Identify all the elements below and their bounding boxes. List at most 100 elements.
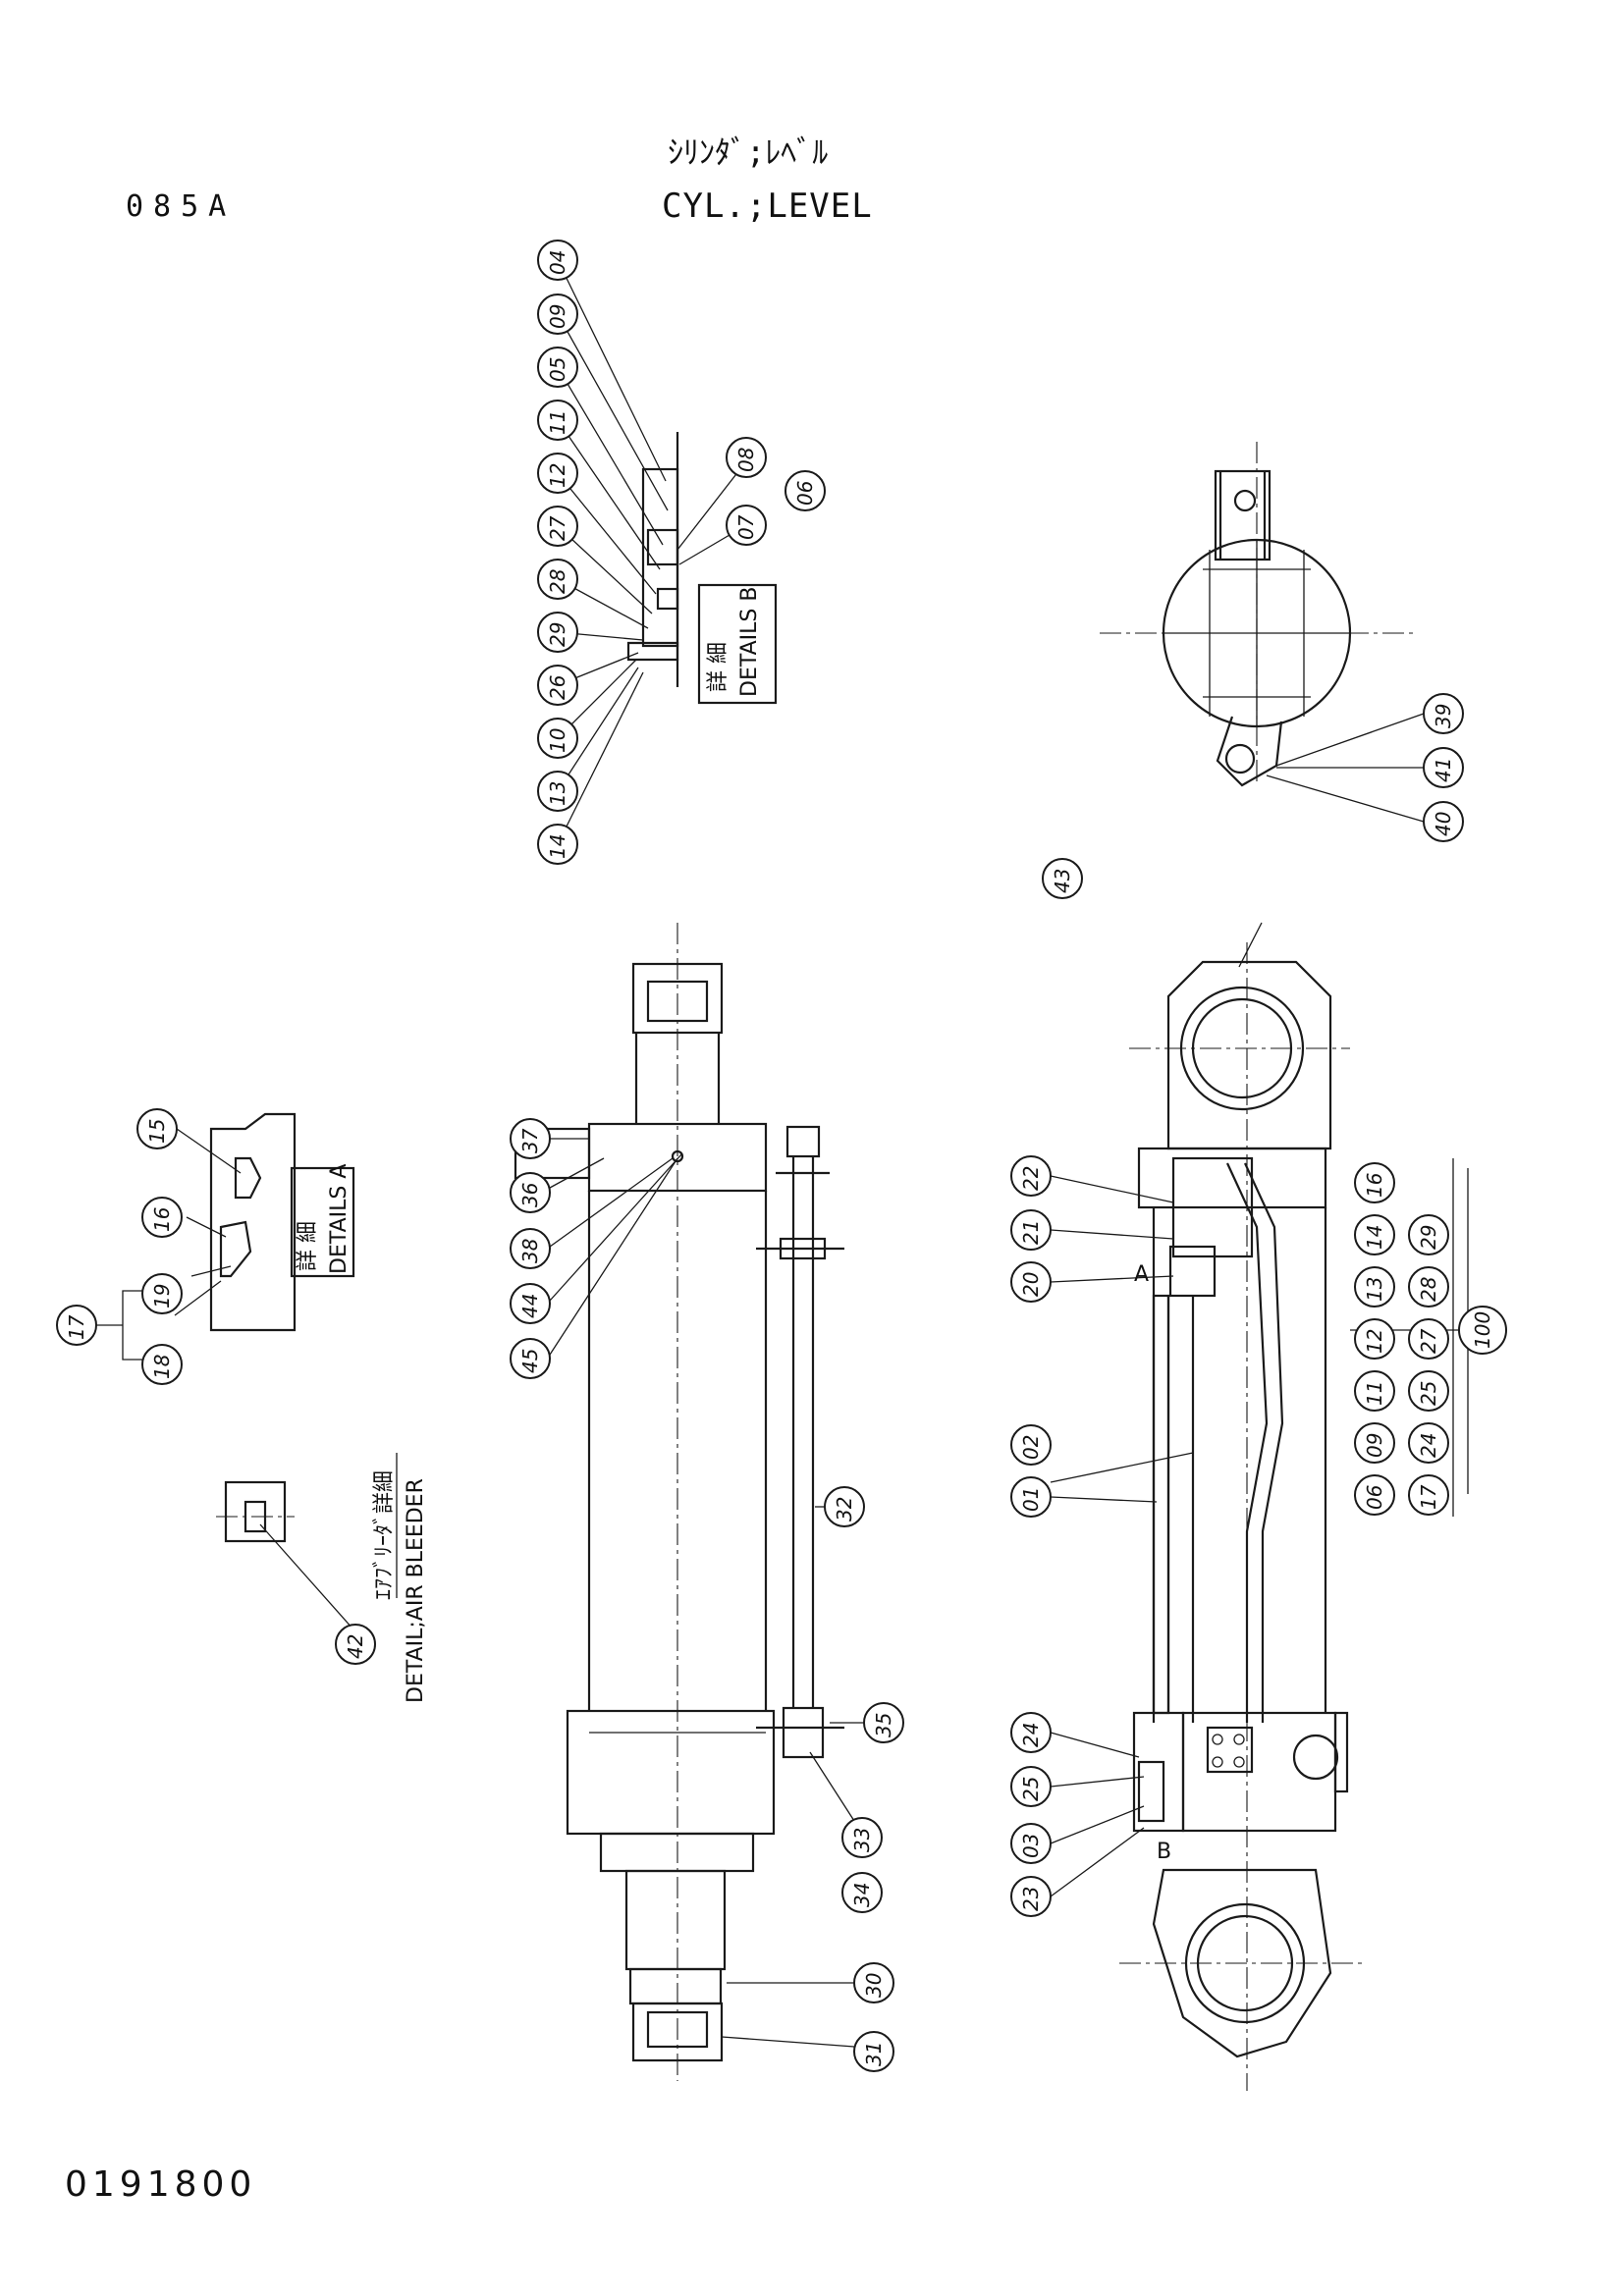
callout-group-detail-a: 15 16 19 18 17 xyxy=(56,1108,183,1385)
kit-callout-12: 12 xyxy=(1354,1318,1395,1360)
callout-35: 35 xyxy=(863,1702,904,1743)
section-a-label: A xyxy=(1134,1262,1149,1287)
callout-group-end-view: 39 41 40 xyxy=(1423,693,1464,842)
callout-19: 19 xyxy=(141,1273,183,1314)
detail-b-label-jp: 詳 細 xyxy=(706,642,730,692)
kit-callout-17: 17 xyxy=(1408,1474,1449,1516)
svg-text:45: 45 xyxy=(518,1349,542,1373)
svg-text:16: 16 xyxy=(1363,1173,1386,1198)
callout-11: 11 xyxy=(537,400,578,441)
air-bleeder-drawing: ｴｱﾌﾞﾘｰﾀﾞ詳細 DETAIL;AIR BLEEDER xyxy=(216,1453,428,1703)
svg-text:09: 09 xyxy=(1363,1433,1386,1458)
svg-text:26: 26 xyxy=(546,675,569,700)
callout-30: 30 xyxy=(853,1962,894,2003)
callout-09: 09 xyxy=(537,294,578,335)
callout-14: 14 xyxy=(537,824,578,865)
svg-text:37: 37 xyxy=(518,1128,542,1153)
callout-group-detail-b: 04 09 05 11 12 27 28 29 26 10 13 14 08 0… xyxy=(537,240,826,865)
svg-text:11: 11 xyxy=(546,410,569,435)
title-english: CYL.;LEVEL xyxy=(662,187,873,226)
svg-text:24: 24 xyxy=(1417,1433,1440,1458)
kit-callout-25: 25 xyxy=(1408,1370,1449,1412)
callout-group-air-bleeder: 42 xyxy=(335,1624,376,1665)
kit-callout-14: 14 xyxy=(1354,1214,1395,1255)
callout-02: 02 xyxy=(1010,1424,1052,1466)
callout-17: 17 xyxy=(56,1305,97,1346)
kit-callout-09: 09 xyxy=(1354,1422,1395,1464)
callout-03: 03 xyxy=(1010,1823,1052,1864)
callout-20: 20 xyxy=(1010,1261,1052,1303)
callout-29: 29 xyxy=(537,612,578,653)
svg-text:08: 08 xyxy=(734,448,758,472)
callout-32: 32 xyxy=(824,1486,865,1527)
callout-13: 13 xyxy=(537,771,578,812)
air-bleeder-label-jp: ｴｱﾌﾞﾘｰﾀﾞ詳細 xyxy=(372,1470,397,1600)
svg-text:40: 40 xyxy=(1432,812,1455,836)
svg-text:04: 04 xyxy=(546,250,569,275)
svg-text:13: 13 xyxy=(1363,1277,1386,1302)
callout-33: 33 xyxy=(841,1817,883,1858)
title-japanese: ｼﾘﾝﾀﾞ;ﾚﾍﾞﾙ xyxy=(668,133,829,171)
kit-callout-29: 29 xyxy=(1408,1214,1449,1255)
detail-a-drawing: 詳 細 DETAILS A xyxy=(96,1112,355,1361)
callout-38: 38 xyxy=(510,1228,551,1269)
svg-text:17: 17 xyxy=(65,1314,88,1340)
svg-text:27: 27 xyxy=(546,515,569,541)
svg-text:07: 07 xyxy=(734,514,758,540)
kit-callout-24: 24 xyxy=(1408,1422,1449,1464)
svg-text:44: 44 xyxy=(518,1294,542,1318)
svg-text:25: 25 xyxy=(1019,1777,1043,1801)
callout-41: 41 xyxy=(1423,747,1464,788)
kit-callout-16: 16 xyxy=(1354,1162,1395,1203)
svg-text:24: 24 xyxy=(1019,1723,1043,1747)
callout-group-section-view: 43 22 21 20 02 01 24 25 03 23 xyxy=(1010,858,1083,1917)
callout-43: 43 xyxy=(1042,858,1083,899)
detail-b-drawing: 詳 細 DETAILS B xyxy=(557,259,778,845)
svg-text:32: 32 xyxy=(833,1497,856,1522)
callout-44: 44 xyxy=(510,1283,551,1324)
svg-text:02: 02 xyxy=(1019,1435,1043,1460)
kit-callout-27: 27 xyxy=(1408,1318,1449,1360)
callout-group-side-view: 37 36 38 44 45 32 35 33 34 30 31 xyxy=(510,1118,904,2072)
svg-text:30: 30 xyxy=(862,1973,886,1998)
svg-text:42: 42 xyxy=(344,1634,367,1659)
callout-22: 22 xyxy=(1010,1155,1052,1197)
svg-text:03: 03 xyxy=(1019,1834,1043,1858)
kit-callout-13: 13 xyxy=(1354,1266,1395,1308)
svg-text:27: 27 xyxy=(1417,1328,1440,1354)
callout-01: 01 xyxy=(1010,1476,1052,1518)
callout-06: 06 xyxy=(784,470,826,511)
svg-text:19: 19 xyxy=(150,1284,174,1308)
kit-callout-28: 28 xyxy=(1408,1266,1449,1308)
air-bleeder-label-en: DETAIL;AIR BLEEDER xyxy=(404,1478,428,1703)
svg-text:14: 14 xyxy=(1363,1225,1386,1250)
svg-text:36: 36 xyxy=(518,1183,542,1207)
callout-31: 31 xyxy=(853,2031,894,2072)
callout-15: 15 xyxy=(136,1108,178,1149)
svg-text:06: 06 xyxy=(793,481,817,506)
callout-26: 26 xyxy=(537,665,578,706)
callout-04: 04 xyxy=(537,240,578,281)
callout-24: 24 xyxy=(1010,1712,1052,1753)
svg-text:05: 05 xyxy=(546,357,569,382)
callout-23: 23 xyxy=(1010,1876,1052,1917)
svg-text:16: 16 xyxy=(150,1207,174,1232)
svg-text:41: 41 xyxy=(1432,758,1455,782)
kit-callout-100: 100 xyxy=(1458,1306,1507,1355)
svg-text:25: 25 xyxy=(1417,1381,1440,1406)
svg-text:29: 29 xyxy=(1417,1225,1440,1250)
callout-12: 12 xyxy=(537,453,578,494)
svg-text:11: 11 xyxy=(1363,1381,1386,1406)
svg-text:01: 01 xyxy=(1019,1487,1043,1512)
kit-callout-06: 06 xyxy=(1354,1474,1395,1516)
callout-40: 40 xyxy=(1423,801,1464,842)
callout-18: 18 xyxy=(141,1344,183,1385)
svg-text:15: 15 xyxy=(145,1119,169,1144)
svg-text:34: 34 xyxy=(850,1883,874,1907)
section-b-label: B xyxy=(1157,1840,1171,1864)
svg-text:33: 33 xyxy=(850,1828,874,1852)
page-code: 085A xyxy=(126,189,237,224)
svg-text:22: 22 xyxy=(1019,1166,1043,1191)
callout-42: 42 xyxy=(335,1624,376,1665)
